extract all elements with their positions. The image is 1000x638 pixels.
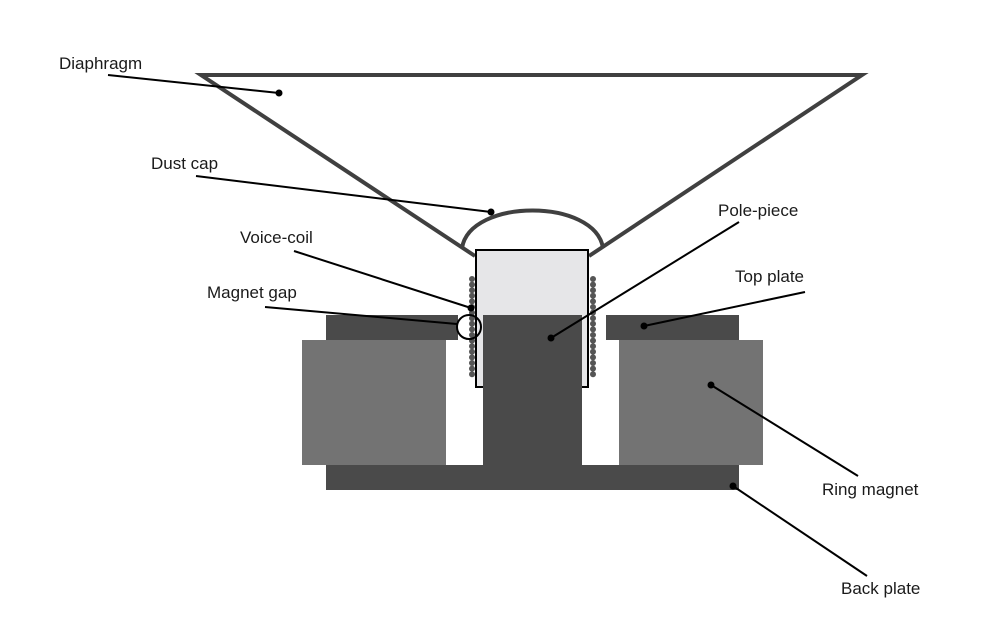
leader-diaphragm [107,74,280,94]
coil-winding [469,343,475,350]
coil-winding [469,332,475,338]
leader-dot [707,381,715,389]
coil-winding [590,365,596,372]
leader-dot [467,304,475,312]
label-diaphragm: Diaphragm [59,54,142,73]
leader-dot [640,322,648,330]
coil-winding [590,276,596,282]
coil-winding [590,320,596,327]
label-pole-piece: Pole-piece [718,201,798,220]
coil-winding [590,326,596,333]
coil-winding [590,304,596,310]
label-top-plate: Top plate [735,267,804,286]
ring-magnet-right [619,340,763,465]
leader-dot [729,482,737,490]
leader-dot [487,208,495,216]
label-dust-cap: Dust cap [151,154,218,173]
coil-winding [469,348,475,355]
label-back-plate: Back plate [841,579,920,598]
coil-winding [590,348,596,355]
leader-ring-magnet [710,384,859,477]
coil-winding [469,287,475,294]
top-plate-right [606,315,739,340]
coil-winding [590,332,596,338]
coil-winding [590,371,596,378]
coil-winding [590,281,596,288]
back-plate [326,465,739,490]
leader-dot [275,89,283,97]
coil-winding [469,276,475,282]
coil-winding [590,354,596,361]
label-voice-coil: Voice-coil [240,228,313,247]
magnet-gap-marker [456,314,482,340]
leader-dot [547,334,555,342]
leader-dust-cap [195,175,492,213]
coil-winding [590,343,596,350]
coil-winding [469,320,475,327]
leader-magnet-gap [264,306,458,325]
coil-winding [469,281,475,288]
coil-winding [469,360,475,366]
coil-winding [590,315,596,322]
ring-magnet-left [302,340,446,465]
leader-pole-piece [550,221,740,339]
label-magnet-gap: Magnet gap [207,283,297,302]
pole-piece [483,315,582,465]
coil-winding [469,292,475,299]
coil-winding [469,354,475,361]
voice-coil-windings [469,276,596,378]
leader-top-plate [643,291,806,327]
coil-winding [590,298,596,305]
coil-winding [469,298,475,305]
coil-winding [590,360,596,366]
leader-voice-coil [293,250,472,309]
leader-back-plate [732,485,868,577]
coil-winding [469,365,475,372]
label-ring-magnet: Ring magnet [822,480,919,499]
diaphragm-cone [194,73,869,258]
coil-winding [469,326,475,333]
dust-cap [460,208,605,249]
coil-winding [469,371,475,378]
coil-winding [590,287,596,294]
coil-winding [590,292,596,299]
coil-winding [590,337,596,344]
